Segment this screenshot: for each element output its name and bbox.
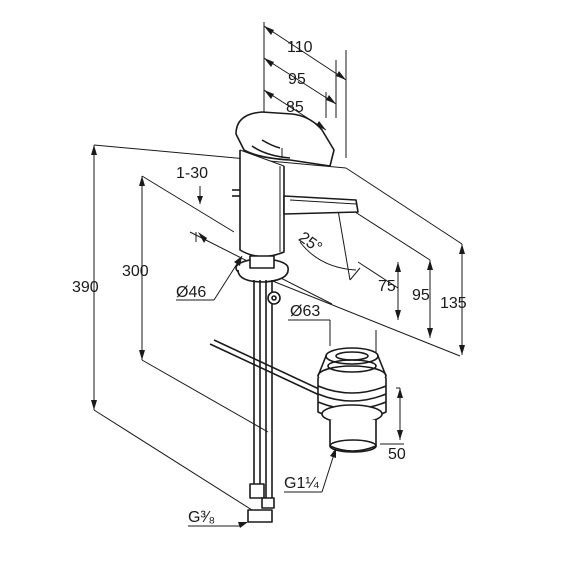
dim-300-label: 300: [122, 263, 149, 280]
thread-and-diameter-labels: Ø46 G1¼ G³⁄₈: [176, 255, 337, 528]
left-height-dimensions: 390 300: [72, 144, 347, 511]
top-width-dimensions: 110 95 85: [263, 22, 347, 158]
dim-95-right-label: 95: [412, 287, 430, 304]
dim-g3-8-label: G³⁄₈: [188, 509, 215, 526]
pop-up-waste: Ø63 50: [288, 303, 406, 463]
supply-hoses: [209, 280, 335, 523]
dim-95-top-label: 95: [288, 71, 306, 88]
dim-g1-1-4-label: G1¼: [284, 475, 319, 492]
dim-diam-46-label: Ø46: [176, 284, 206, 301]
right-height-dimensions: 135 95 75: [239, 167, 467, 357]
dim-1-30-label: 1-30: [176, 165, 208, 182]
faucet-body: [232, 111, 359, 283]
dim-135-label: 135: [440, 295, 467, 312]
dim-50-label: 50: [388, 446, 406, 463]
dim-110-label: 110: [287, 39, 313, 56]
dim-diam-63-label: Ø63: [290, 303, 320, 320]
dim-75-label: 75: [378, 278, 396, 295]
dim-85-label: 85: [286, 99, 304, 116]
dim-390-label: 390: [72, 279, 99, 296]
